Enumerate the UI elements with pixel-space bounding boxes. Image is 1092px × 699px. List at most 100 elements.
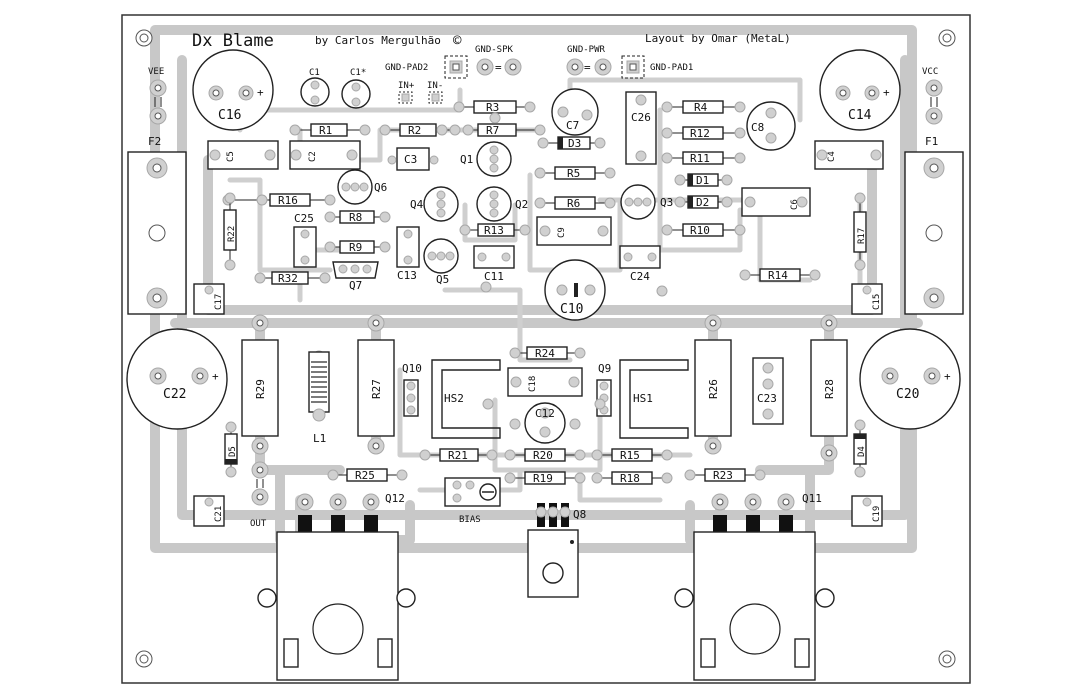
capacitor-c17: C17	[193, 283, 225, 315]
transistor-q11: Q11	[674, 492, 835, 681]
gnd-spk-connector: =	[476, 58, 522, 76]
resistor-r4: R4	[661, 100, 746, 114]
resistor-r10-label: R10	[690, 224, 710, 237]
capacitor-c20: + C20	[859, 328, 961, 430]
capacitor-c6-label: C6	[790, 199, 800, 210]
resistor-r19-label: R19	[533, 472, 553, 485]
resistor-r5-label: R5	[567, 167, 580, 180]
vcc-label: VCC	[922, 67, 938, 77]
gnd-spk-equals: =	[495, 61, 502, 74]
resistor-r24-label: R24	[535, 347, 555, 360]
transistor-q4: Q4	[410, 186, 459, 222]
resistor-r27-label: R27	[370, 379, 383, 399]
copyright-mark: ©	[453, 33, 462, 49]
resistor-r15: R15	[591, 448, 673, 462]
gnd-pwr-equals: =	[584, 61, 591, 74]
resistor-r26: R26	[694, 314, 732, 455]
transistor-q5: Q5	[423, 238, 459, 286]
resistor-r2: R2	[379, 123, 461, 137]
resistor-r1: R1	[289, 123, 371, 137]
capacitor-c3: C3	[387, 147, 439, 171]
capacitor-c22-label: C22	[163, 387, 186, 402]
capacitor-c4: C4	[814, 140, 884, 170]
resistor-r24: R24	[509, 346, 586, 360]
resistor-r32-label: R32	[278, 272, 298, 285]
resistor-r5: R5	[534, 166, 616, 180]
resistor-r21-label: R21	[448, 449, 468, 462]
resistor-r1-label: R1	[319, 124, 332, 137]
capacitor-c15-label: C15	[872, 294, 882, 310]
resistor-r7: R7	[462, 123, 546, 137]
gnd-pwr-connector: =	[566, 58, 612, 76]
capacitor-c9-label: C9	[557, 227, 567, 238]
inductor-l1-label: L1	[313, 432, 326, 445]
resistor-r8-label: R8	[349, 211, 362, 224]
resistor-r17: R17	[853, 192, 867, 271]
gnd-pwr-label: GND-PWR	[567, 45, 606, 55]
resistor-r22: R22	[223, 192, 237, 271]
transistor-q4-label: Q4	[410, 198, 424, 211]
gnd-pad1-label: GND-PAD1	[650, 63, 693, 73]
resistor-r2-label: R2	[408, 124, 421, 137]
transistor-q8: Q8	[527, 503, 586, 598]
capacitor-c23-label: C23	[757, 392, 777, 405]
in-minus-label: IN-	[427, 81, 443, 91]
capacitor-c24: C24	[619, 245, 661, 283]
diode-d5-label: D5	[228, 446, 238, 457]
fuse-f1-label: F1	[925, 135, 938, 148]
resistor-r9-label: R9	[349, 241, 362, 254]
gnd-pad2-connector	[444, 55, 468, 79]
capacitor-c14: + C14	[819, 49, 901, 131]
capacitor-c9: C9	[536, 216, 612, 246]
resistor-r29: R29	[241, 314, 279, 455]
resistor-r32: R32	[254, 271, 331, 285]
capacitor-c2: C2	[289, 140, 361, 170]
capacitor-c5: C5	[207, 140, 279, 170]
vee-connector	[149, 79, 167, 125]
resistor-r17-label: R17	[857, 228, 867, 244]
resistor-r13: R13	[459, 223, 531, 237]
capacitor-c17-label: C17	[214, 294, 224, 310]
resistor-r15-label: R15	[620, 449, 640, 462]
transistor-q1: Q1	[460, 141, 512, 177]
capacitor-c8: C8	[746, 101, 796, 151]
resistor-r11: R11	[661, 151, 746, 165]
diode-d1: D1	[674, 173, 733, 187]
resistor-r26-label: R26	[707, 379, 720, 399]
resistor-r20: R20	[504, 448, 586, 462]
capacitor-c15: C15	[851, 283, 883, 315]
capacitor-c1b: C1*	[341, 68, 371, 109]
capacitor-c10: C10	[544, 259, 606, 321]
capacitor-c23: C23	[752, 357, 784, 425]
resistor-r12-label: R12	[690, 127, 710, 140]
transistor-q7-label: Q7	[349, 279, 362, 292]
capacitor-c18: C18	[507, 367, 583, 397]
transistor-q11-label: Q11	[802, 492, 822, 505]
resistor-r3-label: R3	[486, 101, 499, 114]
capacitor-c2-label: C2	[308, 151, 318, 162]
capacitor-c7: C7	[551, 88, 599, 136]
transistor-q7: Q7	[332, 261, 379, 292]
resistor-r28: R28	[810, 314, 848, 462]
fuse-f2-label: F2	[148, 135, 161, 148]
capacitor-c16-label: C16	[218, 108, 241, 123]
capacitor-c1b-label: C1*	[350, 68, 366, 78]
diode-d2: D2	[674, 195, 733, 209]
resistor-r6-label: R6	[567, 197, 580, 210]
resistor-r12: R12	[661, 126, 746, 140]
capacitor-c1: C1	[300, 68, 330, 107]
heatsink-hs2-label: HS2	[444, 392, 464, 405]
transistor-q2-label: Q2	[515, 198, 528, 211]
resistor-r16-label: R16	[278, 194, 298, 207]
heatsink-hs1: HS1	[619, 359, 689, 439]
resistor-r23: R23	[684, 468, 766, 482]
capacitor-c19: C19	[851, 495, 883, 527]
mounting-holes	[135, 29, 956, 668]
resistor-r8: R8	[324, 210, 391, 224]
capacitor-c16-plus: +	[257, 86, 264, 99]
capacitor-c26: C26	[625, 91, 657, 165]
transistor-q1-label: Q1	[460, 153, 473, 166]
vee-label: VEE	[148, 67, 164, 77]
resistor-r29-label: R29	[254, 379, 267, 399]
